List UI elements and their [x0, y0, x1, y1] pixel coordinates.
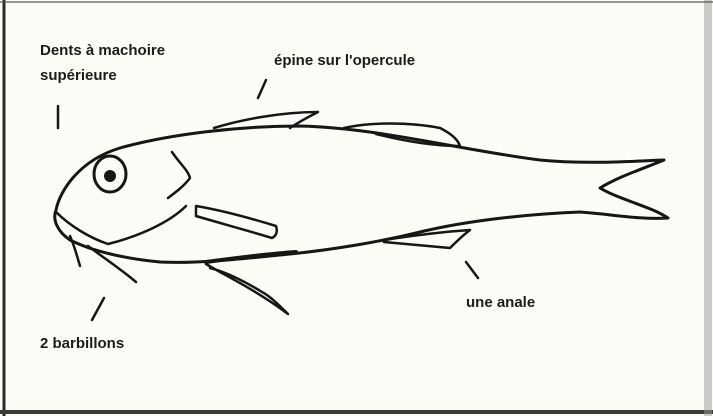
eye-pupil — [104, 170, 116, 182]
label-anal-fin: une anale — [466, 292, 535, 314]
label-barbels: 2 barbillons — [40, 333, 124, 355]
label-operculum-spine: épine sur l'opercule — [274, 50, 415, 72]
label-teeth: Dents à machoire supérieure — [40, 38, 240, 88]
